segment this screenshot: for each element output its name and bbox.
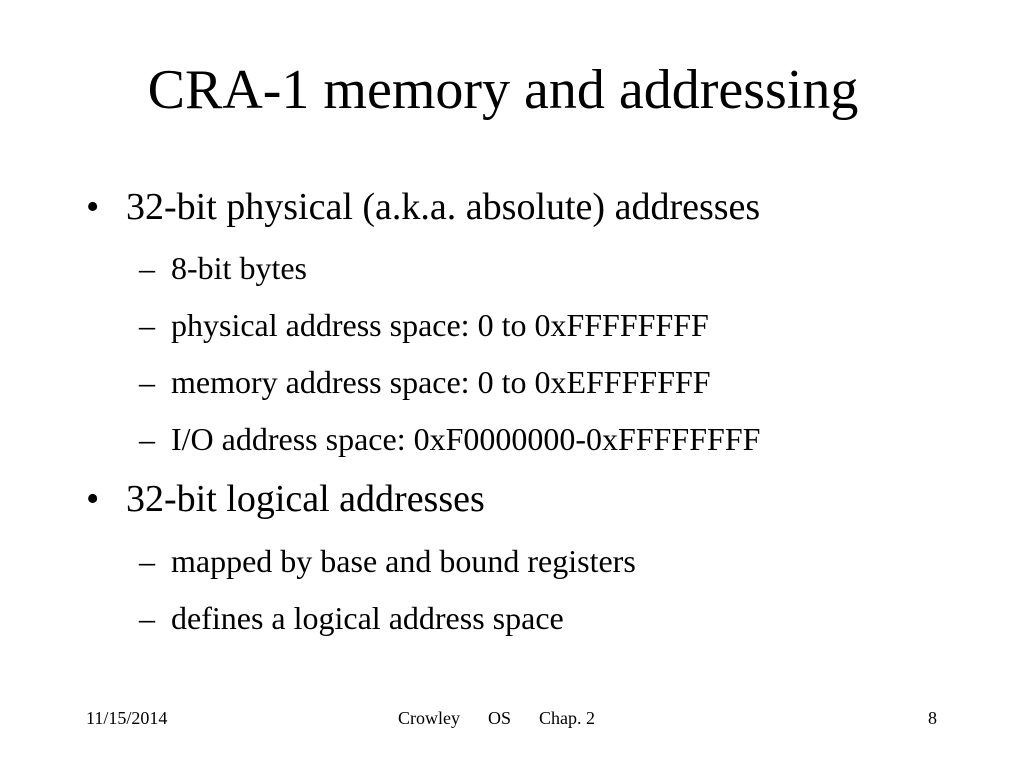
sub-mark: –	[139, 421, 155, 457]
footer-center: Crowley OS Chap. 2	[398, 706, 595, 730]
sub-item: –8-bit bytes	[139, 248, 307, 288]
bullet-text: 32-bit logical addresses	[126, 478, 485, 520]
footer-chapter: Chap. 2	[539, 708, 596, 728]
bullet-text: 32-bit physical (a.k.a. absolute) addres…	[126, 186, 761, 228]
sub-mark: –	[139, 250, 155, 286]
sub-mark: –	[139, 543, 155, 579]
sub-mark: –	[139, 364, 155, 400]
sub-item: –defines a logical address space	[139, 598, 564, 638]
footer-page-number: 8	[928, 708, 937, 728]
footer-author: Crowley	[398, 708, 460, 728]
sub-text: 8-bit bytes	[171, 250, 307, 286]
sub-mark: –	[139, 307, 155, 343]
sub-text: I/O address space: 0xF0000000-0xFFFFFFFF	[171, 421, 761, 457]
sub-text: memory address space: 0 to 0xEFFFFFFF	[171, 364, 711, 400]
sub-item: –I/O address space: 0xF0000000-0xFFFFFFF…	[139, 419, 760, 459]
sub-mark: –	[139, 600, 155, 636]
sub-item: –mapped by base and bound registers	[139, 541, 636, 581]
bullet-mark: •	[86, 186, 100, 228]
sub-text: defines a logical address space	[171, 600, 564, 636]
slide-title: CRA-1 memory and addressing	[147, 59, 859, 121]
bullet-item: • 32-bit physical (a.k.a. absolute) addre…	[86, 184, 760, 230]
bullet-mark: •	[86, 478, 100, 520]
footer-date: 11/15/2014	[86, 708, 168, 728]
sub-text: physical address space: 0 to 0xFFFFFFFF	[171, 307, 709, 343]
footer-course: OS	[488, 708, 512, 728]
bullet-item: • 32-bit logical addresses	[86, 476, 485, 522]
sub-item: –memory address space: 0 to 0xEFFFFFFF	[139, 362, 711, 402]
sub-item: –physical address space: 0 to 0xFFFFFFFF	[139, 305, 709, 345]
sub-text: mapped by base and bound registers	[171, 543, 636, 579]
